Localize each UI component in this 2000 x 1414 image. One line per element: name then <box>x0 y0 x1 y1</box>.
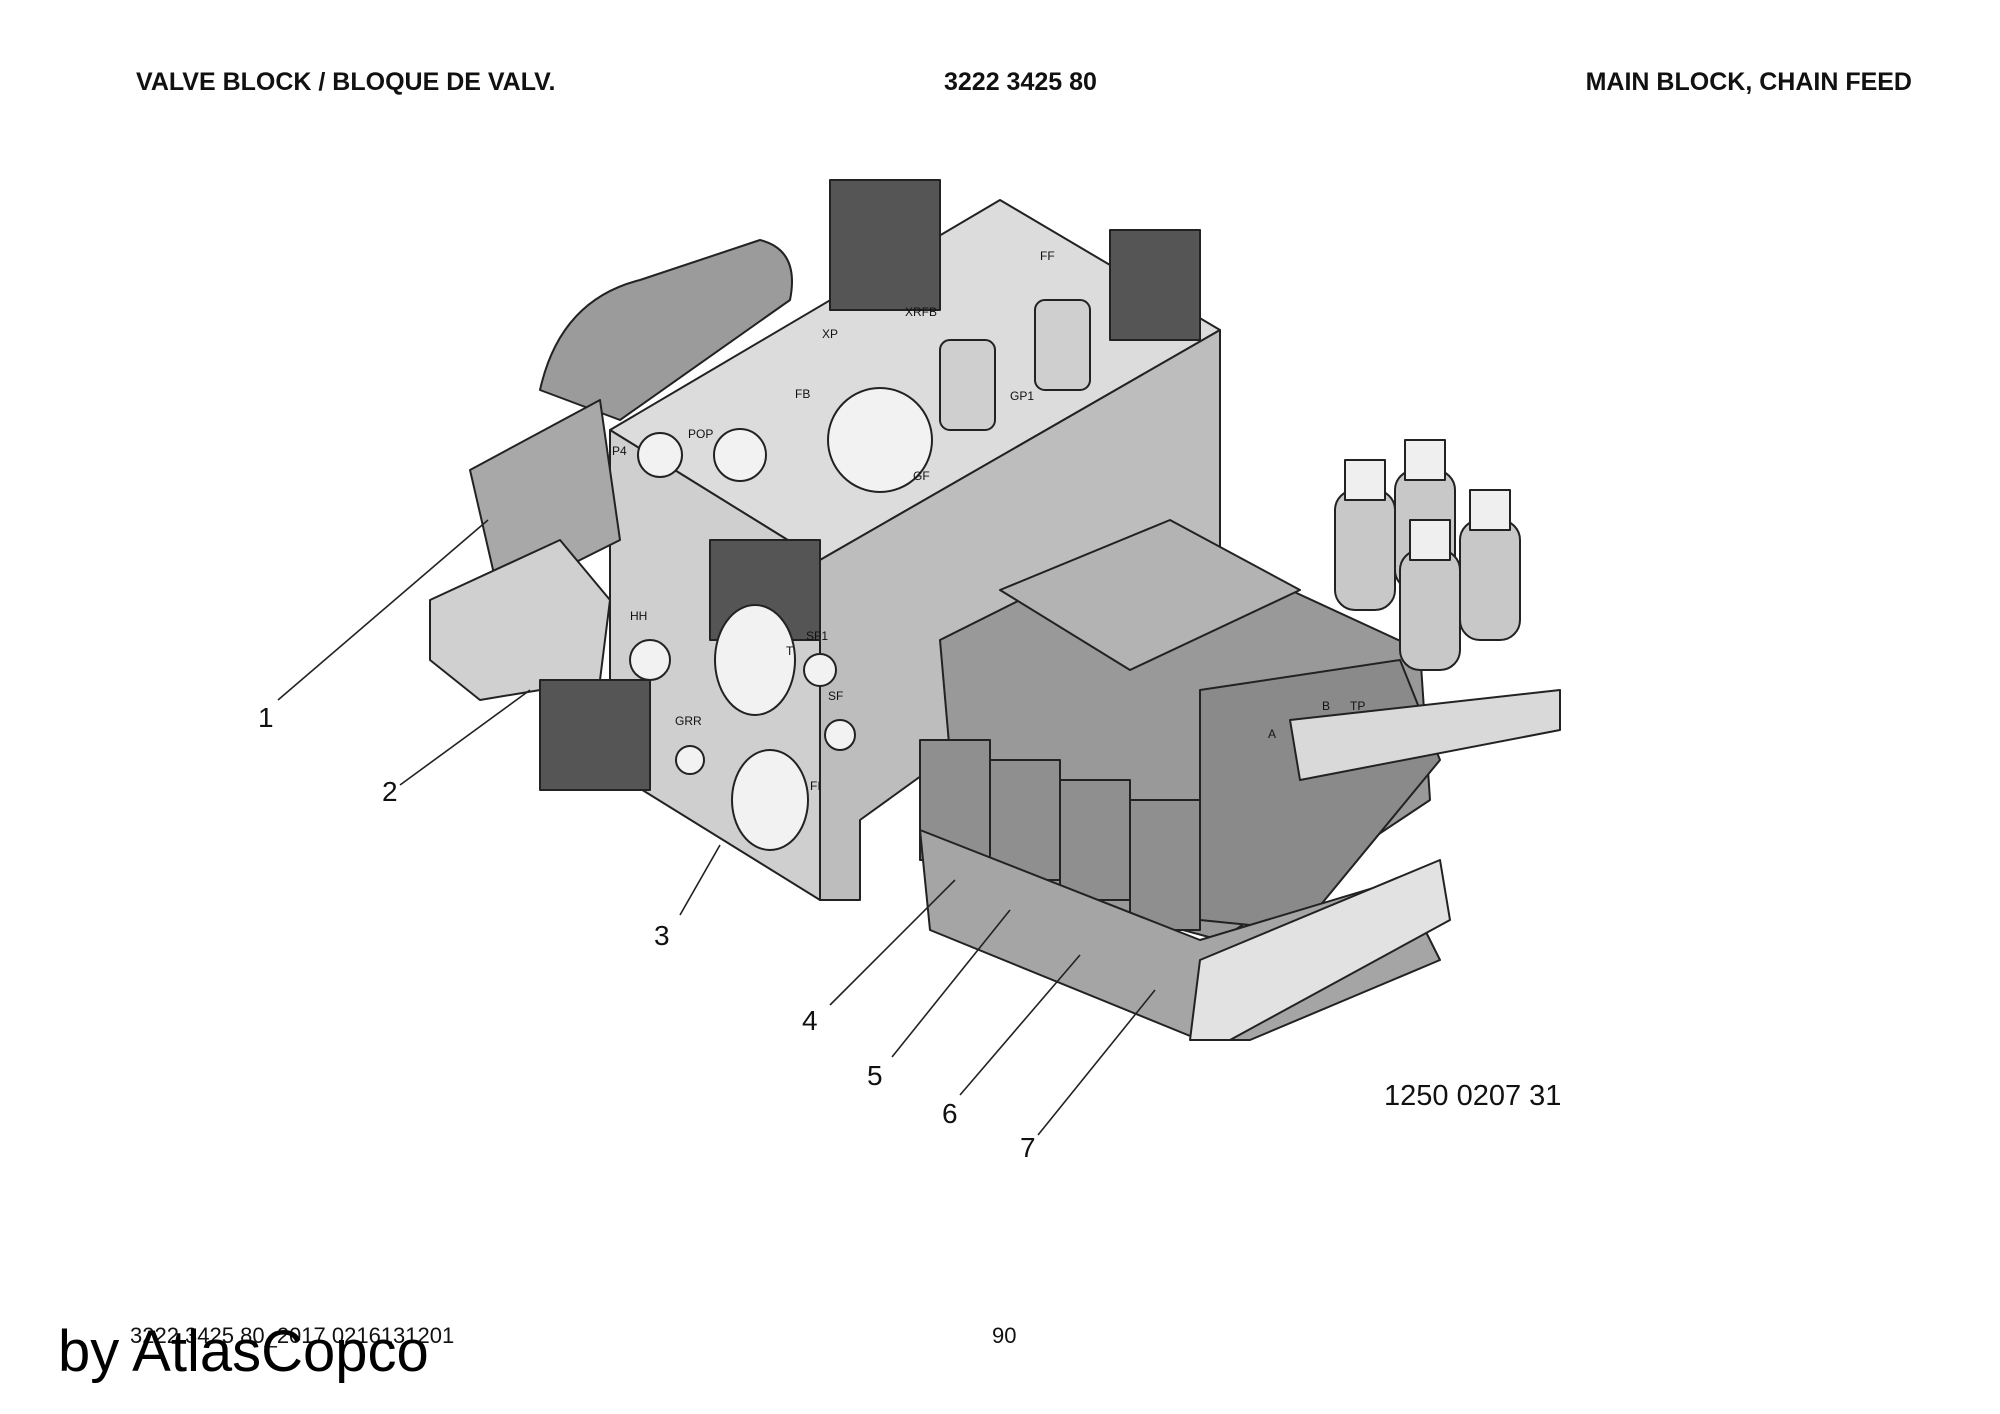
drawing-number: 1250 0207 31 <box>1384 1080 1562 1112</box>
callout-2: 2 <box>382 776 398 807</box>
footer-document-code: 3222 3425 80_2017 0216131201 <box>130 1323 455 1348</box>
coil-right-4 <box>1399 549 1461 671</box>
valve-section-6 <box>1059 779 1131 901</box>
port-p4 <box>637 432 683 478</box>
plug-ff <box>1034 299 1091 391</box>
port-hh <box>629 639 671 681</box>
mounting-bracket <box>1189 859 1451 1041</box>
port-sf <box>824 719 856 751</box>
port-label-tp: TP <box>1350 699 1365 713</box>
port-fi <box>731 749 809 851</box>
callout-3: 3 <box>654 920 670 951</box>
callout-6: 6 <box>942 1098 958 1129</box>
port-label-p4: P4 <box>612 444 627 458</box>
port-label-hh: HH <box>630 609 647 623</box>
port-label-b: B <box>1322 699 1330 713</box>
port-label-fb: FB <box>795 387 810 401</box>
solenoid-coil-top-right <box>1109 229 1201 341</box>
valve-section-5 <box>989 759 1061 881</box>
port-label-xp: XP <box>822 327 838 341</box>
plug-gp1 <box>939 339 996 431</box>
leader-line-7 <box>1037 989 1156 1136</box>
port-grr <box>675 745 705 775</box>
coil-connector-2 <box>1404 439 1446 481</box>
port-sf1 <box>803 653 837 687</box>
solenoid-coil-lower <box>539 679 651 791</box>
header-title-right: MAIN BLOCK, CHAIN FEED <box>1585 68 1912 96</box>
port-label-pop: POP <box>688 427 713 441</box>
port-large-front <box>714 604 796 716</box>
left-valve-body <box>469 399 621 601</box>
leader-line-6 <box>959 954 1081 1096</box>
port-label-t: T <box>786 644 794 658</box>
port-label-grr: GRR <box>675 714 702 728</box>
callout-5: 5 <box>867 1060 883 1091</box>
port-pop <box>713 428 767 482</box>
coil-right-3 <box>1459 519 1521 641</box>
leader-line-1 <box>277 519 489 701</box>
pump-body <box>429 539 611 701</box>
rear-rail <box>1289 689 1561 781</box>
header-title-left: VALVE BLOCK / BLOQUE DE VALV. <box>136 68 556 96</box>
valve-section-7 <box>1129 799 1201 931</box>
leader-line-3 <box>679 844 721 916</box>
solenoid-coil-top-left <box>829 179 941 311</box>
leader-line-2 <box>399 689 531 786</box>
leader-line-4 <box>829 879 956 1006</box>
watermark-text: by AtlasCopco <box>58 1319 429 1384</box>
left-cylinder-top <box>539 239 793 421</box>
callout-1: 1 <box>258 702 274 733</box>
coil-connector-1 <box>1344 459 1386 501</box>
port-label-a: A <box>1268 727 1276 741</box>
header-part-number: 3222 3425 80 <box>944 68 1097 96</box>
port-label-ff: FF <box>1040 249 1055 263</box>
port-label-gf: GF <box>913 469 930 483</box>
leader-line-5 <box>891 909 1011 1058</box>
footer-page-number: 90 <box>992 1323 1017 1348</box>
port-label-fi: FI <box>810 779 821 793</box>
port-label-sf1: SF1 <box>806 629 828 643</box>
port-label-gp1: GP1 <box>1010 389 1034 403</box>
valve-stack-top <box>999 519 1301 671</box>
callout-7: 7 <box>1020 1132 1036 1163</box>
port-label-sf: SF <box>828 689 843 703</box>
coil-right-1 <box>1334 489 1396 611</box>
callout-4: 4 <box>802 1005 818 1036</box>
coil-connector-3 <box>1469 489 1511 531</box>
port-label-xrfb: XRFB <box>905 305 937 319</box>
port-large-top <box>827 387 933 493</box>
coil-connector-4 <box>1409 519 1451 561</box>
